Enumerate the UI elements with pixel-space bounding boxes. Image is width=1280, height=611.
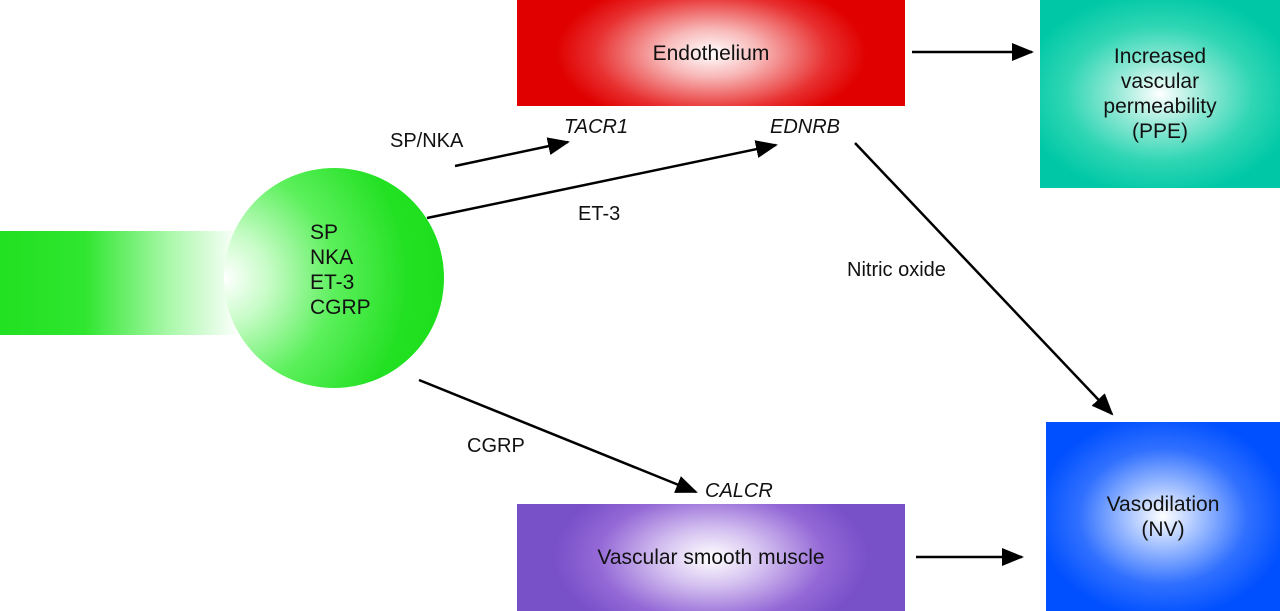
edge-label-nitric-oxide: Nitric oxide [847,259,946,281]
neuropeptide-sp: SP [310,221,339,244]
permeability-line-3: permeability [1103,95,1217,118]
vasodilation-node: Vasodilation (NV) [1046,422,1280,611]
permeability-line-2: vascular [1120,70,1200,93]
endothelium-node: Endothelium [517,0,905,106]
neuropeptide-et3: ET-3 [310,271,355,294]
edge-label-cgrp: CGRP [467,435,525,457]
edge-label-sp-nka: SP/NKA [390,130,464,152]
edge-label-et3: ET-3 [578,203,621,225]
receptor-calcr: CALCR [705,480,773,502]
nerve-terminal [224,168,444,388]
neuropeptide-cgrp: CGRP [310,296,371,319]
nerve-axon [0,231,240,335]
permeability-line-4: (PPE) [1131,120,1188,143]
smooth-muscle-node: Vascular smooth muscle [517,504,905,611]
neuropeptide-nka: NKA [310,246,354,269]
arrow-cgrp-to-calcr [418,378,698,494]
smooth-muscle-label: Vascular smooth muscle [597,546,825,569]
endothelium-label: Endothelium [652,41,770,65]
vasodilation-line-2: (NV) [1141,517,1185,541]
receptor-ednrb: EDNRB [770,116,841,138]
arrow-et3-to-ednrb [426,140,778,220]
permeability-node: Increased vascular permeability (PPE) [1040,0,1280,188]
vasodilation-line-1: Vasodilation [1106,492,1220,516]
permeability-line-1: Increased [1113,45,1207,68]
arrow-nitric-oxide-to-vasodilation [854,142,1114,416]
nerve-terminal-labels: SP NKA ET-3 CGRP [310,220,371,320]
arrow-sp-nka-to-tacr1 [454,137,570,168]
receptor-tacr1: TACR1 [564,116,629,138]
